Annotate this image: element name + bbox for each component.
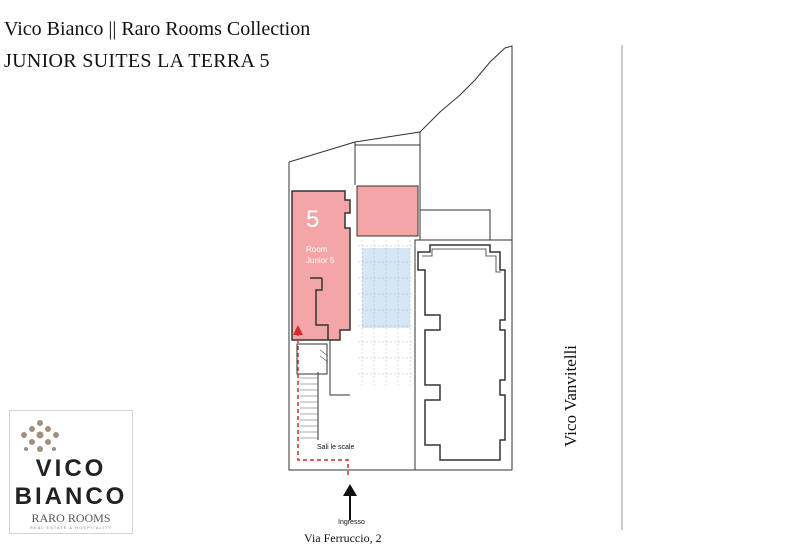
entrance-arrow-head [343,484,357,496]
street-label-vanvitelli: Vico Vanvitelli [561,344,580,448]
logo-word-bianco: BIANCO [14,483,128,510]
room-number: 5 [306,206,320,233]
room-name-line2: Junior 5 [306,256,335,265]
room-upper-area [356,185,419,237]
logo-dots-icon [21,420,59,452]
terrain-outline [419,45,513,240]
route-path [297,335,349,475]
entrance-label: Ingresso [338,519,365,526]
logo-word-vico: VICO [35,455,107,482]
stairs [296,343,329,440]
stairs-label: Sali le scale [317,444,355,451]
street-label-ferruccio: Via Ferruccio, 2 [304,531,382,545]
page-title: Vico Bianco || Raro Rooms Collection [4,18,311,40]
vico-bianco-logo: VICO BIANCO RARO ROOMS REAL ESTATE & HOS… [9,410,133,534]
roof-outline [288,131,421,180]
page-subtitle: JUNIOR SUITES LA TERRA 5 [4,50,270,72]
room-name: Room Junior 5 [306,244,334,266]
room-junior-5 [291,190,351,341]
building-outline [288,190,513,471]
room-name-line1: Room [306,245,328,254]
logo-brand: RARO ROOMS [31,511,111,525]
terrace-grid [358,240,416,385]
route-arrow [293,325,303,335]
logo-tagline: REAL ESTATE & HOSPITALITY [30,525,112,530]
adjacent-building [417,244,506,461]
